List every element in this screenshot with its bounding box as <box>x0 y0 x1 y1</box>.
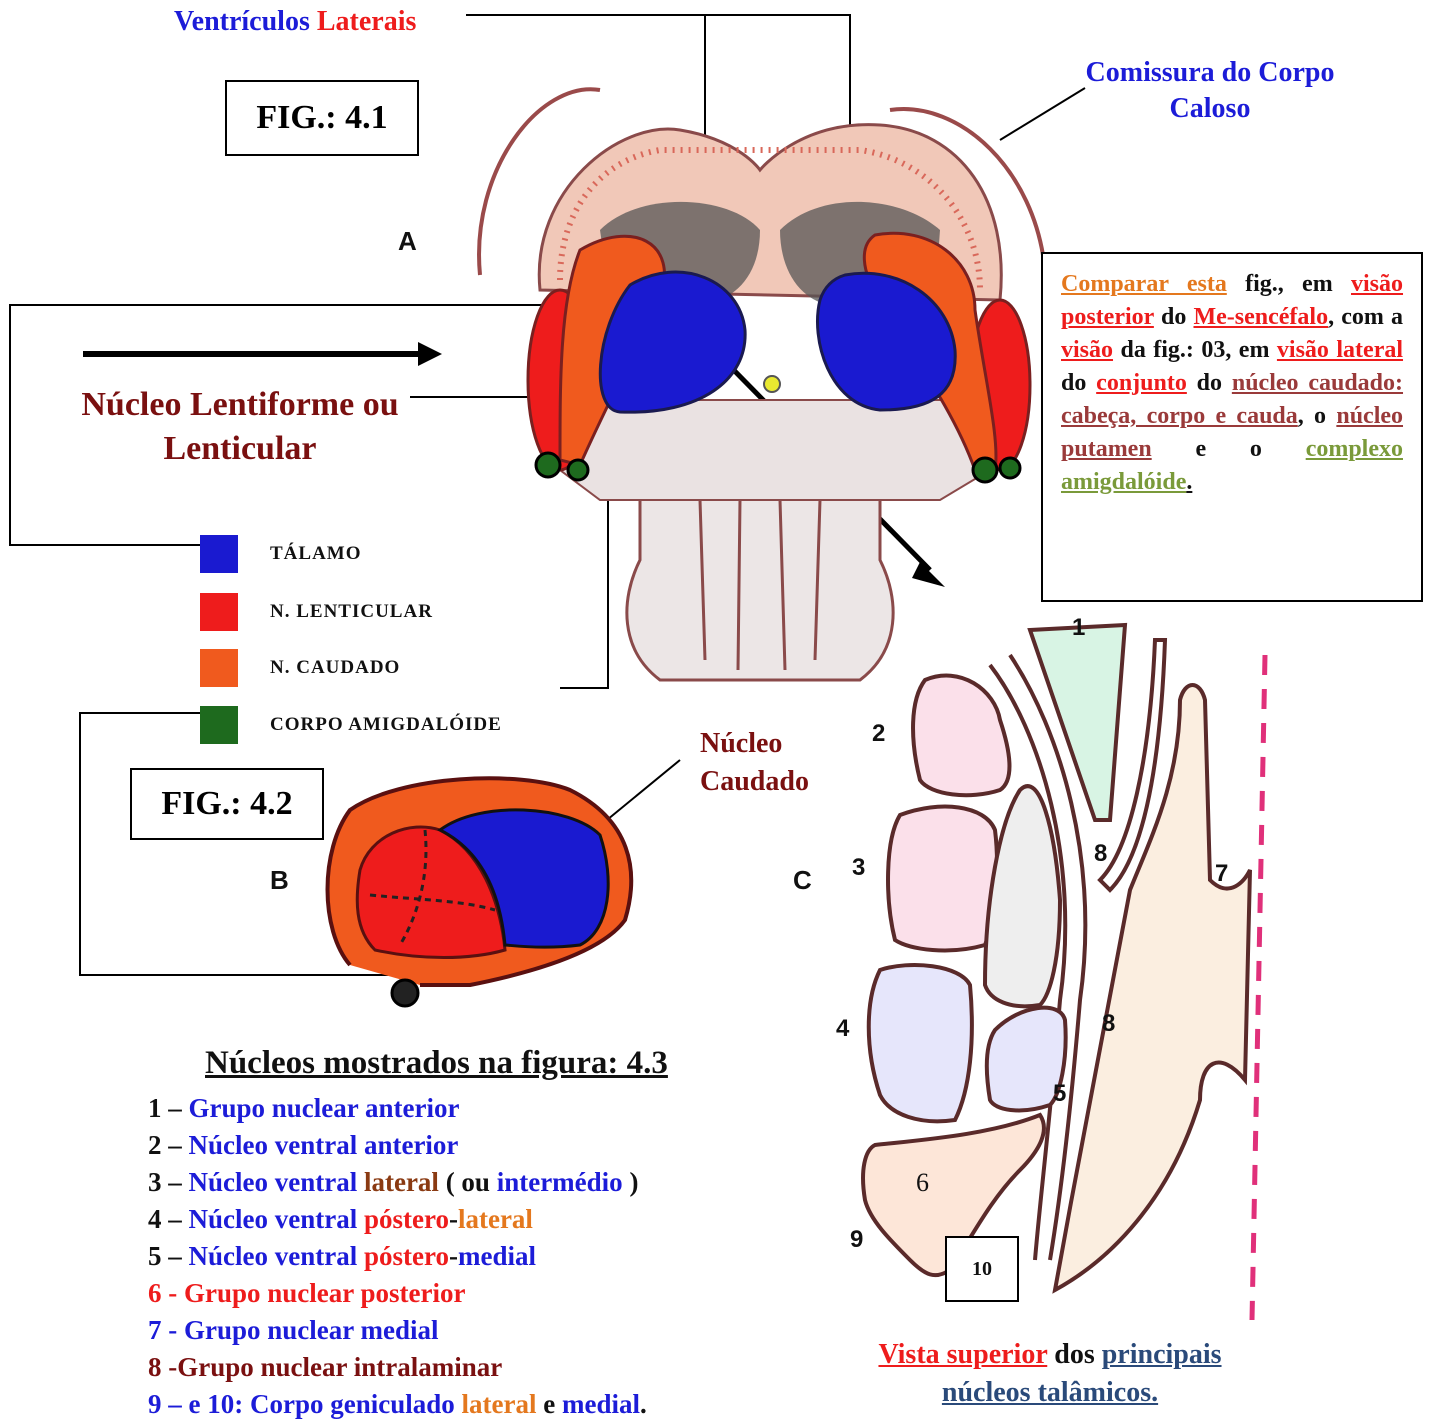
nuclei-list-item-3: 3 – Núcleo ventral lateral ( ou interméd… <box>148 1164 647 1201</box>
figC-caption-part2: dos <box>1054 1339 1094 1370</box>
caudate-label-line2: Caudado <box>700 763 809 801</box>
figC-number-7: 7 <box>1215 860 1228 888</box>
note-t7: visão <box>1061 337 1113 363</box>
note-t5: Me-sencéfalo <box>1193 304 1328 330</box>
lentiform-label: Núcleo Lentiforme ou Lenticular <box>50 383 430 471</box>
figC-caption-part3: principais <box>1102 1339 1222 1370</box>
note-t9: visão lateral <box>1277 337 1403 363</box>
note-t4: do <box>1161 304 1186 330</box>
lentiform-label-line2: Lenticular <box>50 427 430 471</box>
nuclei-list-item-6: 6 - Grupo nuclear posterior <box>148 1275 647 1312</box>
caudate-label-line1: Núcleo <box>700 725 809 763</box>
nuclei-list: 1 – Grupo nuclear anterior 2 – Núcleo ve… <box>148 1090 647 1423</box>
comparison-note-box: Comparar esta fig., em visão posterior d… <box>1041 252 1423 602</box>
note-t14: , o <box>1298 403 1326 429</box>
commissure-label-line2: Caloso <box>1050 91 1370 127</box>
figB-drawing <box>328 778 632 1006</box>
commissure-label-line1: Comissura do Corpo <box>1050 55 1370 91</box>
figC-number-5: 5 <box>1053 1080 1066 1108</box>
comparison-note-text: Comparar esta fig., em visão posterior d… <box>1061 268 1403 499</box>
note-t8: da fig.: 03, em <box>1120 337 1269 363</box>
nuclei-list-item-9: 9 – e 10: Corpo geniculado lateral e med… <box>148 1386 647 1423</box>
panel-letter-b: B <box>270 865 289 896</box>
figA-brain-drawing <box>479 89 1045 680</box>
figC-number-10-box: 10 <box>945 1236 1019 1302</box>
note-t6: , com a <box>1328 304 1403 330</box>
panel-letter-c: C <box>793 865 812 896</box>
caudate-label: Núcleo Caudado <box>700 725 809 801</box>
nuclei-list-item-5: 5 – Núcleo ventral póstero-medial <box>148 1238 647 1275</box>
nuclei-list-item-1: 1 – Grupo nuclear anterior <box>148 1090 647 1127</box>
note-t1: Comparar esta <box>1061 271 1227 297</box>
figC-number-6: 6 <box>916 1168 929 1198</box>
legend-text-lenticular: N. LENTICULAR <box>270 601 433 623</box>
legend-item-caudate: N. CAUDADO <box>200 648 238 688</box>
nuclei-list-title: Núcleos mostrados na figura: 4.3 <box>205 1045 668 1082</box>
figC-number-8a: 8 <box>1094 840 1107 868</box>
legend-swatch-caudate <box>200 649 238 687</box>
panel-letter-a: A <box>398 226 417 257</box>
legend-swatch-amygdala <box>200 706 238 744</box>
fig-4-2-box: FIG.: 4.2 <box>130 768 324 840</box>
legend-swatch-thalamus <box>200 535 238 573</box>
figC-caption: Vista superior dos principais núcleos ta… <box>840 1336 1260 1412</box>
note-t18: . <box>1186 469 1192 495</box>
note-t2: fig., em <box>1245 271 1333 297</box>
legend-swatch-lenticular <box>200 593 238 631</box>
figC-number-9: 9 <box>850 1226 863 1254</box>
legend-text-thalamus: TÁLAMO <box>270 543 362 565</box>
figC-number-8b: 8 <box>1102 1010 1115 1038</box>
figC-number-10: 10 <box>972 1258 992 1281</box>
fig-4-2-label: FIG.: 4.2 <box>161 785 292 823</box>
nuclei-list-item-8: 8 -Grupo nuclear intralaminar <box>148 1349 647 1386</box>
figC-number-3: 3 <box>852 854 865 882</box>
ventricles-label-part2: Laterais <box>317 6 417 37</box>
figC-number-1: 1 <box>1072 614 1085 642</box>
ventricles-label: Ventrículos Laterais <box>174 6 416 38</box>
ventricles-label-part1: Ventrículos <box>174 6 310 37</box>
figC-caption-part4: núcleos talâmicos. <box>942 1377 1158 1408</box>
legend-text-amygdala: CORPO AMIGDALÓIDE <box>270 714 502 736</box>
nuclei-list-item-4: 4 – Núcleo ventral póstero-lateral <box>148 1201 647 1238</box>
legend-item-thalamus: TÁLAMO <box>200 534 238 574</box>
lentiform-label-line1: Núcleo Lentiforme ou <box>50 383 430 427</box>
nuclei-list-item-7: 7 - Grupo nuclear medial <box>148 1312 647 1349</box>
figC-drawing <box>863 625 1265 1320</box>
fig-4-1-label: FIG.: 4.1 <box>256 99 387 137</box>
figC-number-4: 4 <box>836 1015 849 1043</box>
figC-caption-part1: Vista superior <box>878 1339 1047 1370</box>
legend-text-caudate: N. CAUDADO <box>270 657 400 679</box>
fig-4-1-box: FIG.: 4.1 <box>225 80 419 156</box>
note-t11: conjunto <box>1096 370 1187 396</box>
legend-item-amygdala: CORPO AMIGDALÓIDE <box>200 705 238 745</box>
arrow-right-icon <box>83 342 442 366</box>
nuclei-list-item-2: 2 – Núcleo ventral anterior <box>148 1127 647 1164</box>
note-t16: e o <box>1195 436 1261 462</box>
commissure-label: Comissura do Corpo Caloso <box>1050 55 1370 127</box>
note-t12: do <box>1197 370 1222 396</box>
figC-number-2: 2 <box>872 720 885 748</box>
note-t10: do <box>1061 370 1086 396</box>
legend-item-lenticular: N. LENTICULAR <box>200 592 238 632</box>
